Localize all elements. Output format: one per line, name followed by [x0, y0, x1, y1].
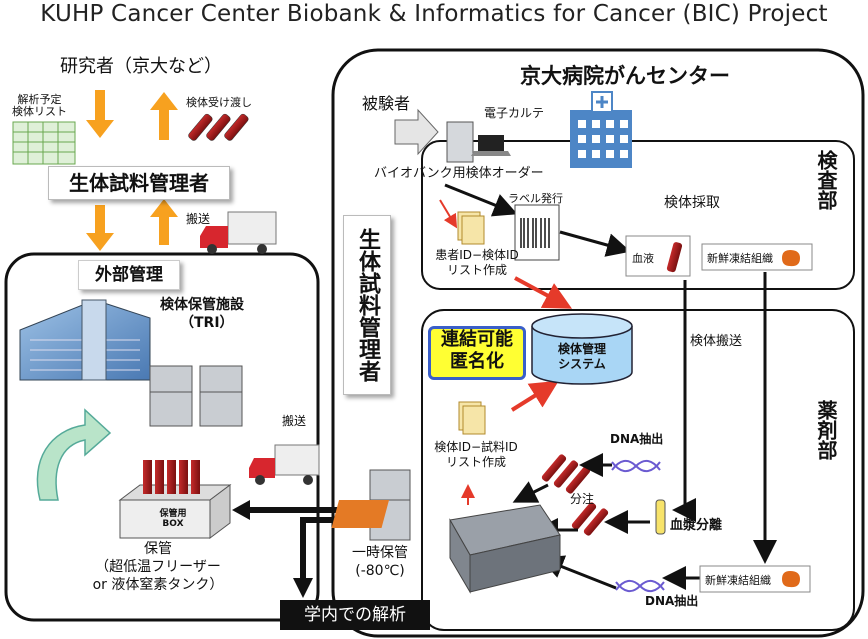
temp-storage-label: 一時保管 (-80℃): [352, 545, 408, 579]
document-icon: [457, 211, 486, 435]
sample-list-label: 検体ID−試料ID リスト作成: [434, 440, 518, 469]
transport-label-mid: 搬送: [282, 414, 307, 428]
pharm-dept-label: 薬剤部: [814, 400, 838, 460]
tissue-icon: [782, 250, 800, 267]
blood-label: 血液: [632, 252, 654, 265]
dna-extract-label-1: DNA抽出: [610, 432, 664, 446]
box-label: 保管用 BOX: [159, 509, 187, 529]
center-title: 京大病院がんセンター: [520, 64, 730, 88]
biobank-order-label: バイオバンク用検体オーダー: [374, 166, 544, 181]
spreadsheet-icon: [12, 121, 76, 165]
storage-box: [118, 460, 232, 539]
external-title: 外部管理: [78, 260, 180, 290]
fresh-frozen-label-2: 新鮮凍結組織: [705, 574, 771, 587]
transport-specimen-label: 検体搬送: [690, 334, 743, 349]
onsite-analysis-label: 学内での解析: [280, 600, 430, 630]
truck-icon-2: [249, 444, 320, 485]
blood-tube-icon: [666, 242, 683, 273]
subject-arrow: [394, 108, 439, 156]
center-panel: [331, 48, 865, 638]
database-icon: [531, 313, 633, 385]
tubes-icon: [188, 113, 249, 141]
cycle-arrow: [36, 408, 112, 501]
ehr-label: 電子カルテ: [484, 106, 545, 120]
facility-sub-label: （TRI）: [180, 315, 234, 331]
freezer-icon: [149, 365, 243, 427]
building-icon: [19, 299, 151, 381]
vertical-manager-label: 生体試料管理者: [343, 215, 391, 395]
dna-icon: [611, 459, 665, 593]
exam-dept-panel: [421, 140, 855, 290]
page-title: KUHP Cancer Center Biobank & Informatics…: [40, 1, 828, 27]
dna-extract-label-2: DNA抽出: [645, 594, 699, 608]
fresh-frozen-label-1: 新鮮凍結組織: [707, 252, 773, 265]
transport-label-top: 搬送: [186, 212, 211, 226]
mgmt-system-label: 検体管理 システム: [557, 342, 606, 371]
exam-dept-label: 検査部: [814, 150, 838, 210]
plasma-tube-icon: [655, 499, 666, 535]
hospital-icon: [570, 91, 632, 168]
biospecimen-manager-box: 生体試料管理者: [48, 166, 230, 200]
handover-label: 検体受け渡し: [186, 96, 252, 109]
external-panel: [4, 252, 320, 622]
label-issue-label: ラベル発行: [508, 192, 563, 205]
orange-arrows: [86, 90, 178, 251]
aliquot-label: 分注: [570, 492, 595, 506]
server-icon: [446, 121, 511, 163]
rack-machine-icon: [331, 500, 561, 594]
plasma-sep-label: 血漿分離: [670, 518, 723, 533]
storage-label: 保管 （超低温フリーザー or 液体窒素タンク）: [92, 541, 224, 593]
subject-label: 被験者: [362, 94, 411, 113]
patient-list-label: 患者ID−検体ID リスト作成: [435, 248, 519, 277]
barcode-label-icon: [514, 204, 560, 261]
collection-label: 検体採取: [664, 195, 720, 211]
facility-label: 検体保管施設: [160, 297, 244, 313]
researchers-label: 研究者（京大など）: [60, 56, 222, 77]
linkable-anon-badge: 連結可能 匿名化: [428, 326, 526, 380]
analysis-list-label: 解析予定 検体リスト: [12, 93, 67, 118]
pharm-dept-panel: [421, 309, 855, 631]
truck-icon: [200, 211, 277, 254]
